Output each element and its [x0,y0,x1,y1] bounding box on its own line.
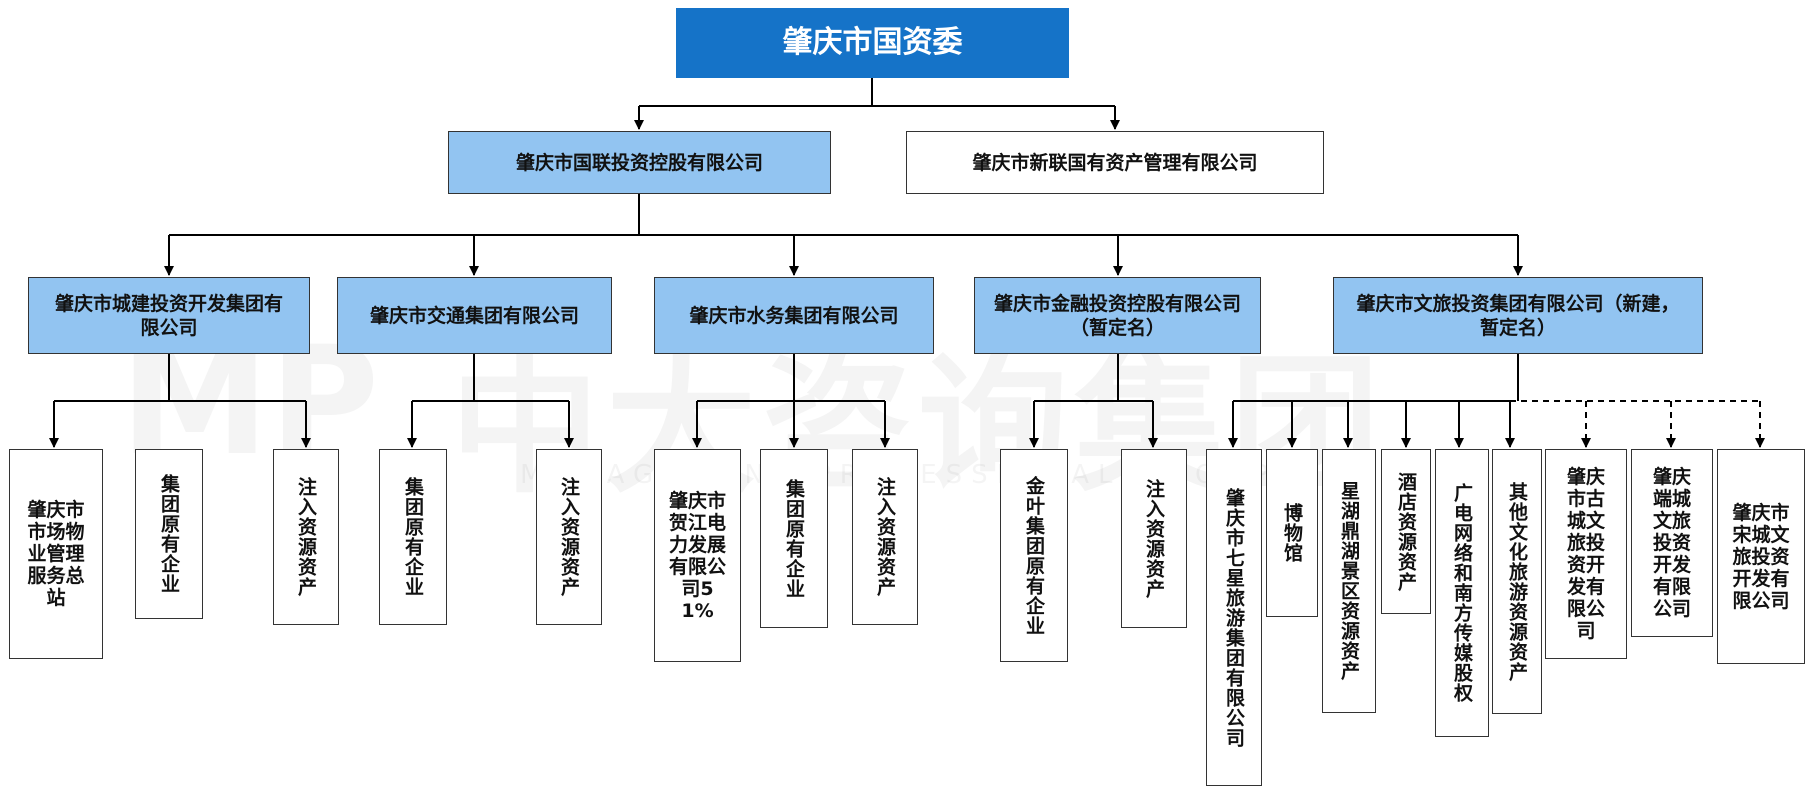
box-group-jinrong: 肇庆市金融投资控股有限公司（暂定名） [974,277,1261,354]
sub-wenlv-xinghu: 星湖鼎湖景区资源资产 [1322,449,1376,713]
sub-jinrong-jinye-text: 金叶集团原有企业 [1023,475,1045,636]
connector-root-bus [639,78,1115,107]
sub-shuiwu-hejiang-text: 肇庆市贺江电力发展有限公司51% [669,489,727,622]
sub-chengjian-yuanyou: 集团原有企业 [135,449,203,619]
root-box-sasac: 肇庆市国资委 [676,8,1069,78]
sub-jiaotong-yuanyou: 集团原有企业 [379,449,447,625]
sub-wenlv-qita: 其他文化旅游资源资产 [1492,449,1542,714]
connector-guolian-bus [169,194,1518,236]
sub-wenlv-gucheng-text: 肇庆市古城文旅投资开发有限公司 [1566,466,1605,642]
sub-chengjian-wuye: 肇庆市市场物业管理服务总站 [9,449,103,659]
sub-wenlv-songcheng: 肇庆市宋城文旅投资开发有限公司 [1717,449,1805,664]
sub-jinrong-zhuru: 注入资源资产 [1121,449,1187,628]
box-group-chengjian: 肇庆市城建投资开发集团有限公司 [28,277,310,354]
sub-wenlv-bowuguan-text: 博物馆 [1281,503,1303,563]
sub-jiaotong-zhuru-text: 注入资源资产 [558,477,580,597]
sub-shuiwu-zhuru: 注入资源资产 [852,449,918,625]
sub-shuiwu-hejiang: 肇庆市贺江电力发展有限公司51% [654,449,741,662]
sub-wenlv-guangdian-text: 广电网络和南方传媒股权 [1451,483,1473,703]
sub-wenlv-qixing: 肇庆市七星旅游集团有限公司 [1206,449,1262,786]
box-xinlian: 肇庆市新联国有资产管理有限公司 [906,131,1324,194]
connector-shuiwu-bus [697,354,885,402]
sub-wenlv-duancheng-text: 肇庆端城文旅投资开发有限公司 [1652,466,1691,620]
sub-wenlv-qita-text: 其他文化旅游资源资产 [1506,481,1528,682]
sub-wenlv-qixing-text: 肇庆市七星旅游集团有限公司 [1223,487,1245,748]
connector-jinrong-bus [1034,354,1153,402]
box-guolian: 肇庆市国联投资控股有限公司 [448,131,831,194]
box-group-shuiwu: 肇庆市水务集团有限公司 [654,277,934,354]
sub-jinrong-zhuru-text: 注入资源资产 [1143,478,1165,599]
sub-wenlv-guangdian: 广电网络和南方传媒股权 [1435,449,1489,737]
sub-wenlv-jiudian-text: 酒店资源资产 [1395,471,1417,592]
sub-chengjian-zhuru-text: 注入资源资产 [295,477,317,597]
sub-wenlv-bowuguan: 博物馆 [1266,449,1318,617]
sub-wenlv-jiudian: 酒店资源资产 [1381,449,1431,614]
connector-wenlv-bus [1233,354,1519,402]
sub-chengjian-wuye-text: 肇庆市市场物业管理服务总站 [27,499,85,609]
sub-shuiwu-yuanyou-text: 集团原有企业 [783,478,805,599]
sub-jiaotong-zhuru: 注入资源资产 [536,449,602,625]
sub-jiaotong-yuanyou-text: 集团原有企业 [402,477,424,597]
sub-shuiwu-zhuru-text: 注入资源资产 [874,477,896,597]
box-group-wenlv: 肇庆市文旅投资集团有限公司（新建，暂定名） [1333,277,1703,354]
sub-chengjian-yuanyou-text: 集团原有企业 [158,474,180,594]
sub-wenlv-songcheng-text: 肇庆市宋城文旅投资开发有限公司 [1732,501,1790,612]
connector-jiaotong-bus [412,354,569,402]
sub-shuiwu-yuanyou: 集团原有企业 [760,449,828,628]
sub-wenlv-duancheng: 肇庆端城文旅投资开发有限公司 [1631,449,1713,637]
sub-wenlv-xinghu-text: 星湖鼎湖景区资源资产 [1338,481,1360,681]
sub-jinrong-jinye: 金叶集团原有企业 [1000,449,1068,662]
sub-wenlv-gucheng: 肇庆市古城文旅投资开发有限公司 [1545,449,1627,659]
box-group-jiaotong: 肇庆市交通集团有限公司 [337,277,612,354]
connector-chengjian-bus [54,354,306,402]
sub-chengjian-zhuru: 注入资源资产 [273,449,339,625]
